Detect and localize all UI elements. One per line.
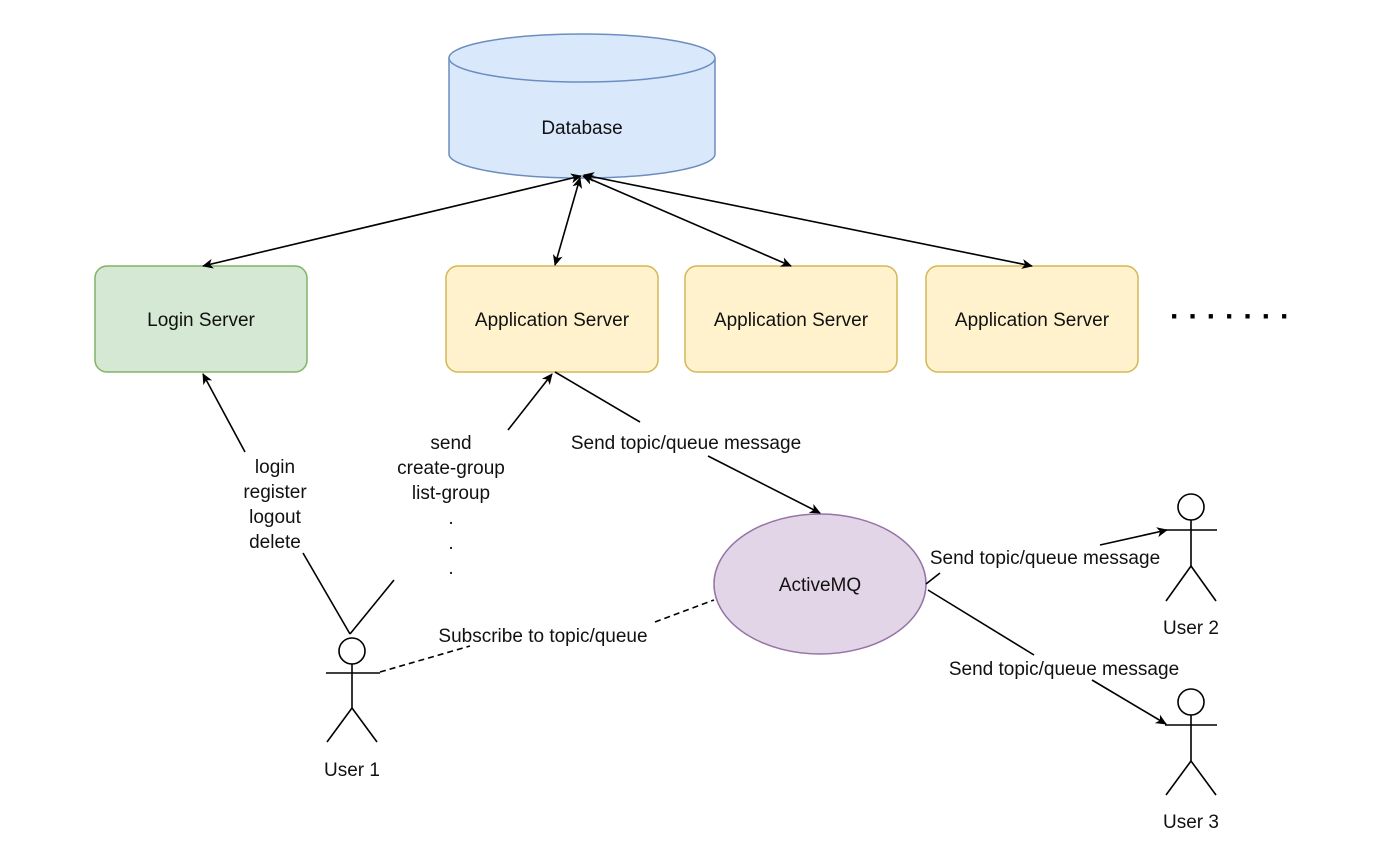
app-op-more-1: . <box>448 508 453 529</box>
user2-actor[interactable]: User 2 <box>1163 493 1219 639</box>
more-servers-ellipsis: · · · · · · · <box>1170 300 1290 333</box>
user1-left-leg <box>326 707 353 743</box>
edge-mq-user3-lower <box>1091 679 1167 725</box>
edge-db-login <box>202 173 582 269</box>
database-node[interactable]: Database <box>448 33 716 179</box>
edge-app1-mq-upper <box>554 371 641 423</box>
database-top <box>448 33 716 83</box>
edge-mq-user2-upper <box>1099 527 1168 546</box>
database-label: Database <box>541 118 622 139</box>
app-op-more-3: . <box>448 558 453 579</box>
app-ops-label: send create-group list-group . . . <box>397 433 505 579</box>
user1-right-leg <box>351 707 378 743</box>
login-op-2: register <box>243 482 307 503</box>
app-op-1: send <box>430 433 471 454</box>
user1-head <box>338 637 366 665</box>
app-op-more-2: . <box>448 533 453 554</box>
app-op-3: list-group <box>412 483 490 504</box>
user2-label: User 2 <box>1163 618 1219 639</box>
app-server-2-node[interactable]: Application Server <box>684 265 898 373</box>
edge-db-app1 <box>552 177 583 266</box>
edge-user1-app1 <box>507 373 553 431</box>
mq-to-user3-label: Send topic/queue message <box>949 659 1179 680</box>
app-to-mq-label: Send topic/queue message <box>571 433 801 454</box>
edge-db-app3 <box>583 172 1033 269</box>
app-server-1-node[interactable]: Application Server <box>445 265 659 373</box>
app-server-2-label: Application Server <box>714 310 869 331</box>
user1-raised-arm <box>349 579 395 635</box>
user2-left-leg <box>1165 565 1192 602</box>
user1-actor[interactable]: User 1 <box>324 579 395 781</box>
mq-to-user2-label: Send topic/queue message <box>930 548 1160 569</box>
login-ops-label: login register logout delete <box>243 457 307 553</box>
user3-right-leg <box>1190 760 1217 796</box>
edge-db-app2 <box>582 175 792 267</box>
login-op-3: logout <box>249 507 301 528</box>
activemq-node[interactable]: ActiveMQ <box>713 513 927 655</box>
activemq-label: ActiveMQ <box>779 575 861 596</box>
edge-app1-mq-lower <box>707 455 821 514</box>
subscribe-label: Subscribe to topic/queue <box>438 626 647 647</box>
edge-user1-login-lower <box>302 552 351 635</box>
edge-user1-mq-subscribe <box>379 599 715 673</box>
edge-mq-user2-lower <box>925 572 941 585</box>
login-server-label: Login Server <box>147 310 255 331</box>
edge-user1-login-upper <box>202 373 246 453</box>
app-server-1-label: Application Server <box>475 310 630 331</box>
user1-label: User 1 <box>324 760 380 781</box>
login-server-box <box>94 265 308 373</box>
user3-label: User 3 <box>1163 812 1219 833</box>
app-server-3-label: Application Server <box>955 310 1110 331</box>
login-op-1: login <box>255 457 295 478</box>
user2-head <box>1177 493 1205 521</box>
user3-head <box>1177 688 1205 716</box>
edge-mq-user3-upper <box>927 589 1035 656</box>
user3-actor[interactable]: User 3 <box>1163 688 1219 833</box>
login-op-4: delete <box>249 532 301 553</box>
user3-left-leg <box>1165 760 1192 796</box>
app-op-2: create-group <box>397 458 505 479</box>
login-server-node[interactable]: Login Server <box>94 265 308 373</box>
user2-right-leg <box>1190 565 1217 602</box>
app-server-3-node[interactable]: Application Server <box>925 265 1139 373</box>
